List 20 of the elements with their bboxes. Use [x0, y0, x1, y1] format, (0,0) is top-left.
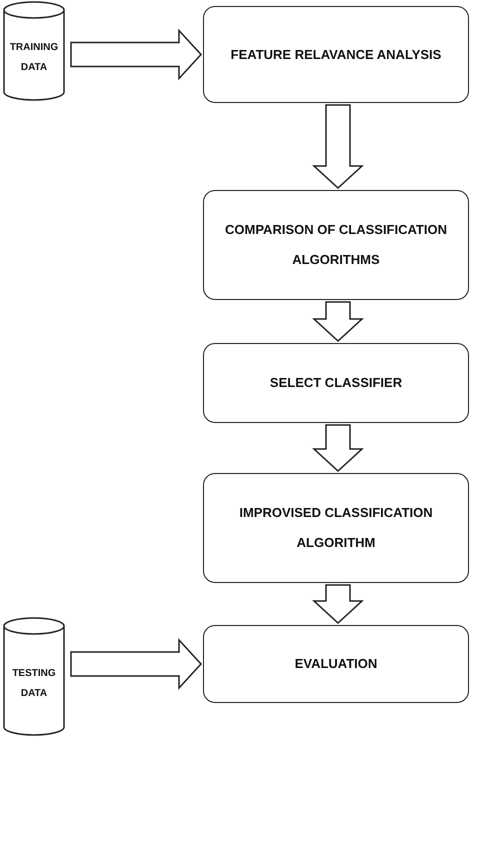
node-label: COMPARISON OF CLASSIFICATION ALGORITHMS [224, 221, 448, 269]
process-box [203, 625, 469, 703]
process-box [203, 343, 469, 423]
node-label: EVALUATION [294, 655, 378, 674]
block-arrow [70, 28, 202, 80]
block-arrow [312, 104, 364, 190]
node-label: TRAINING DATA [8, 41, 60, 75]
process-box [203, 6, 469, 103]
process-box [203, 190, 469, 300]
block-arrow [70, 638, 202, 690]
node-label: SELECT CLASSIFIER [268, 374, 404, 392]
block-arrow [312, 301, 364, 342]
block-arrow [312, 584, 364, 624]
data-cylinder [3, 2, 65, 100]
node-label: IMPROVISED CLASSIFICATION ALGORITHM [238, 504, 434, 552]
process-box [203, 473, 469, 583]
node-label: FEATURE RELAVANCE ANALYSIS [230, 46, 442, 64]
data-cylinder [3, 618, 65, 735]
block-arrow [312, 424, 364, 472]
node-label: TESTING DATA [11, 666, 57, 700]
